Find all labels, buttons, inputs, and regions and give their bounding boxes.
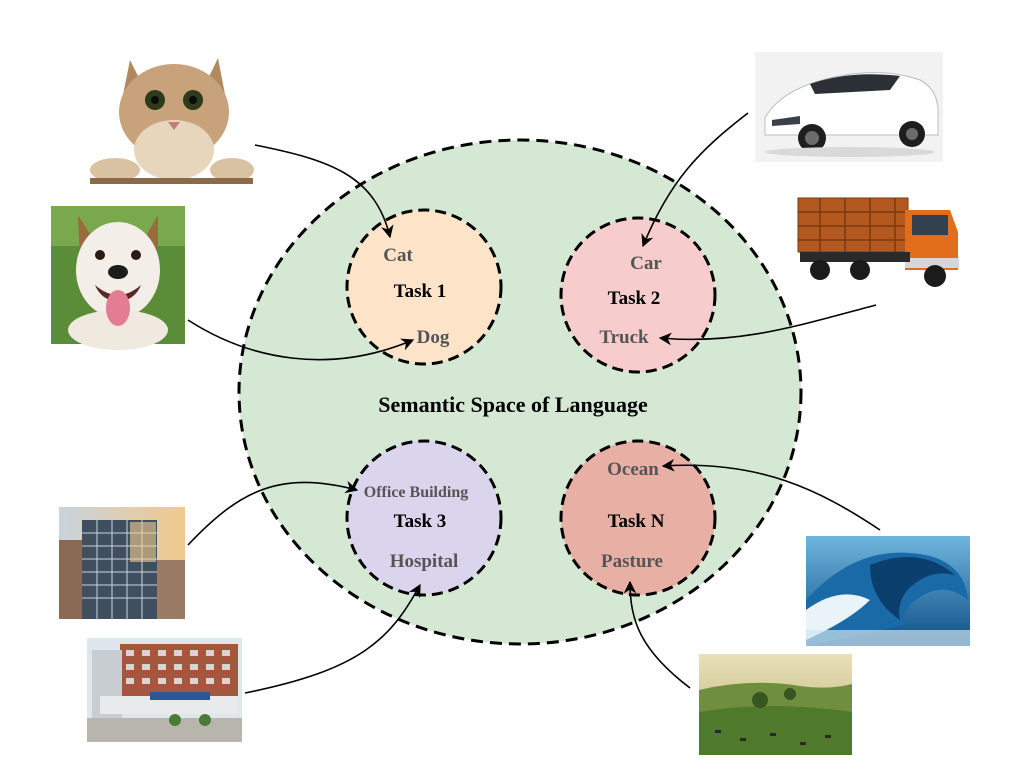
semantic-space-label: Semantic Space of Language — [378, 392, 648, 417]
label-truck: Truck — [599, 327, 649, 348]
dog-photo — [51, 206, 185, 350]
task-2-circle — [559, 216, 717, 374]
arrow-car — [641, 112, 749, 248]
arrow-office-building — [187, 480, 359, 546]
arrow-truck — [658, 304, 877, 346]
label-dog: Dog — [417, 327, 450, 348]
task-3-circle — [345, 439, 503, 597]
label-pasture: Pasture — [601, 551, 663, 572]
task-1-circle — [345, 208, 503, 366]
office-building-photo — [59, 507, 185, 619]
arrow-cat — [254, 144, 394, 239]
label-ocean: Ocean — [607, 459, 659, 480]
ocean-wave-photo — [806, 536, 970, 646]
label-cat: Cat — [383, 245, 413, 266]
car-photo — [755, 52, 943, 162]
cat-photo — [90, 52, 254, 184]
task-2-title: Task 2 — [608, 288, 661, 309]
task-n-circle — [559, 439, 717, 597]
task-1-title: Task 1 — [394, 281, 447, 302]
pasture-photo — [699, 654, 852, 755]
hospital-photo — [87, 638, 242, 742]
truck-photo — [792, 192, 962, 292]
arrow-dog — [187, 319, 415, 361]
arrow-ocean — [661, 458, 881, 531]
task-3-title: Task 3 — [394, 511, 447, 532]
arrow-pasture — [623, 580, 691, 689]
task-n-title: Task N — [608, 511, 665, 532]
arrow-hospital — [244, 583, 421, 694]
label-office-building: Office Building — [364, 484, 468, 501]
label-hospital: Hospital — [390, 551, 459, 572]
label-car: Car — [630, 253, 662, 274]
